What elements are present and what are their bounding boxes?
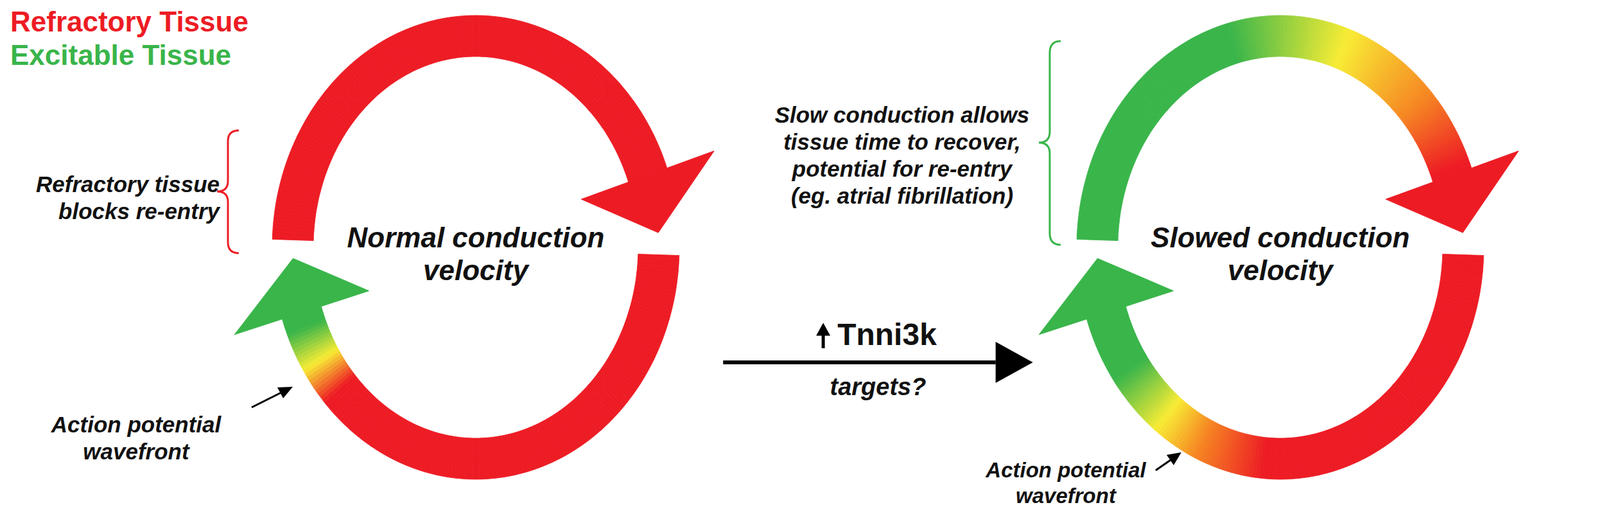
arrow-head [995,341,1034,383]
edge-label: Tnni3k [837,315,937,354]
legend-entry: Excitable Tissue [10,39,232,71]
connector-line [722,360,996,365]
bracket [217,130,239,253]
ring-segment [1280,437,1285,479]
arrow-head [234,258,369,335]
leader-arrow [251,386,293,408]
leader-arrow [1155,452,1182,470]
ring-arrow [234,15,714,479]
ring-arrow [1038,15,1519,479]
annotation: targets? [830,372,927,402]
annotation: Refractory tissue blocks re-entry [14,170,220,225]
arrow-head [1385,150,1519,233]
up-arrow-head [816,322,831,336]
annotation: Action potential wavefront [39,410,233,465]
node-label: Normal conduction velocity [331,221,621,287]
increase-arrow [816,322,831,348]
annotation: Slow conduction allows tissue time to re… [770,101,1034,210]
legend-text: Excitable Tissue [10,39,232,71]
ring-node: Slowed conduction velocity [1076,15,1484,479]
ring-node: Normal conduction velocity [272,15,680,479]
ring-segment [475,437,480,479]
ring-arrows [234,15,1519,479]
legend-text: Refractory Tissue [10,5,249,38]
arrow-head [581,150,714,233]
ring-segment [1277,15,1281,57]
bracket [1038,41,1061,245]
ring-segment [472,15,477,57]
node-label: Slowed conduction velocity [1135,221,1425,287]
legend-entry: Refractory Tissue [10,6,249,38]
annotation: Action potential wavefront [969,457,1163,508]
arrow-head [1038,258,1174,335]
